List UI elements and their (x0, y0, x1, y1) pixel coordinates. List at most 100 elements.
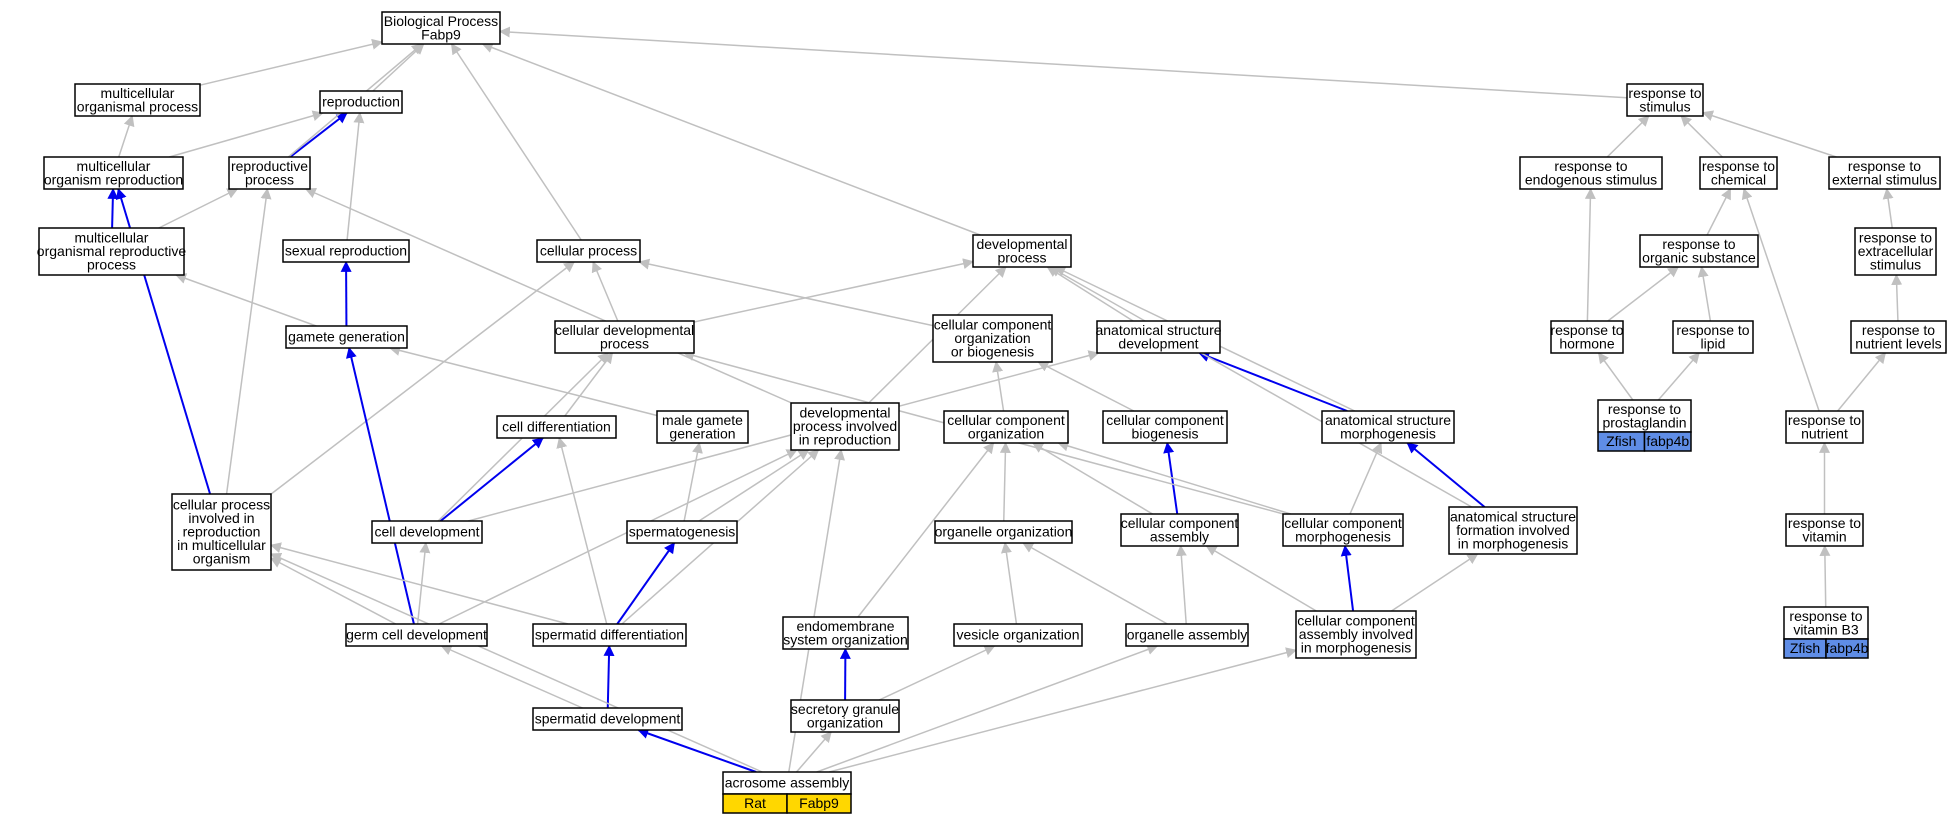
node-sperm[interactable]: spermatogenesis (626, 520, 738, 544)
node-box (1672, 320, 1754, 354)
node-label-line: response to (1554, 158, 1627, 174)
node-label-line: process involved (793, 418, 897, 434)
node-label-line: chemical (1711, 171, 1766, 187)
node-vo[interactable]: vesicle organization (953, 623, 1083, 647)
edge-sgo-to-vo (878, 645, 996, 701)
node-sdiff[interactable]: spermatid differentiation (532, 623, 687, 647)
species-tag: Zfish (1790, 640, 1820, 656)
node-box (38, 227, 185, 276)
node-oa[interactable]: organelle assembly (1125, 623, 1249, 647)
edge-rh-to-res (1584, 187, 1596, 322)
node-cp[interactable]: cellular process (536, 239, 641, 263)
edge-rh-to-ros (1607, 266, 1680, 322)
edge-ccob-to-cp (638, 258, 934, 327)
node-label-line: anatomical structure (1095, 322, 1221, 338)
node-box (943, 410, 1069, 444)
node-box (790, 699, 900, 733)
edge-cp-to-bp (450, 43, 582, 241)
edge-oa-to-cca (1175, 544, 1187, 625)
node-label-line: morphogenesis (1340, 425, 1436, 441)
node-label-line: lipid (1701, 335, 1726, 351)
node-box (1597, 399, 1692, 433)
node-box (934, 520, 1073, 544)
node-label-line: developmental (976, 236, 1067, 252)
edge-rs-to-bp (498, 26, 1628, 99)
node-label-line: response to (1788, 515, 1861, 531)
node-repro[interactable]: reproduction (319, 90, 403, 114)
edge-asfm-to-dp (1049, 266, 1473, 508)
node-gg[interactable]: gamete generation (285, 325, 408, 349)
node-sr[interactable]: sexual reproduction (282, 239, 410, 263)
edge-morp-to-mor (107, 187, 119, 229)
edge-cd-to-cdp (564, 352, 614, 417)
edge-rn-to-rnl (1837, 352, 1887, 412)
node-box (1783, 606, 1869, 640)
node-label-line: biogenesis (1132, 425, 1199, 441)
node-box (282, 239, 410, 263)
node-label-line: organism (193, 551, 251, 567)
edge-aa-to-sdev (637, 728, 757, 773)
edge-sdiff-to-sperm (616, 542, 676, 625)
node-label-line: vitamin (1802, 528, 1846, 544)
node-cd[interactable]: cell differentiation (496, 415, 617, 439)
edge-gcd-to-gg (345, 346, 415, 625)
node-box (1550, 320, 1624, 354)
node-box (1448, 506, 1578, 555)
node-label-line: response to (1862, 322, 1935, 338)
node-cdev[interactable]: cell development (371, 520, 483, 544)
edge-sdiff-to-cpir (269, 542, 569, 625)
node-box (285, 325, 408, 349)
node-label-line: organization (968, 425, 1044, 441)
node-box (381, 11, 501, 45)
node-sdev[interactable]: spermatid development (532, 707, 683, 731)
edge-sdev-to-gcd (440, 644, 583, 709)
node-oo[interactable]: organelle organization (934, 520, 1073, 544)
node-box (1850, 320, 1947, 354)
node-gcd[interactable]: germ cell development (345, 623, 488, 647)
node-box (656, 410, 749, 444)
node-label-line: anatomical structure (1450, 509, 1576, 525)
node-label-line: anatomical structure (1325, 412, 1451, 428)
node-box (790, 402, 900, 451)
node-label-line: endomembrane (796, 618, 894, 634)
node-box (1125, 623, 1249, 647)
gene-tag: fabp4b (1646, 433, 1689, 449)
node-label-line: cellular component (1121, 515, 1239, 531)
node-label-line: cellular component (1297, 613, 1415, 629)
